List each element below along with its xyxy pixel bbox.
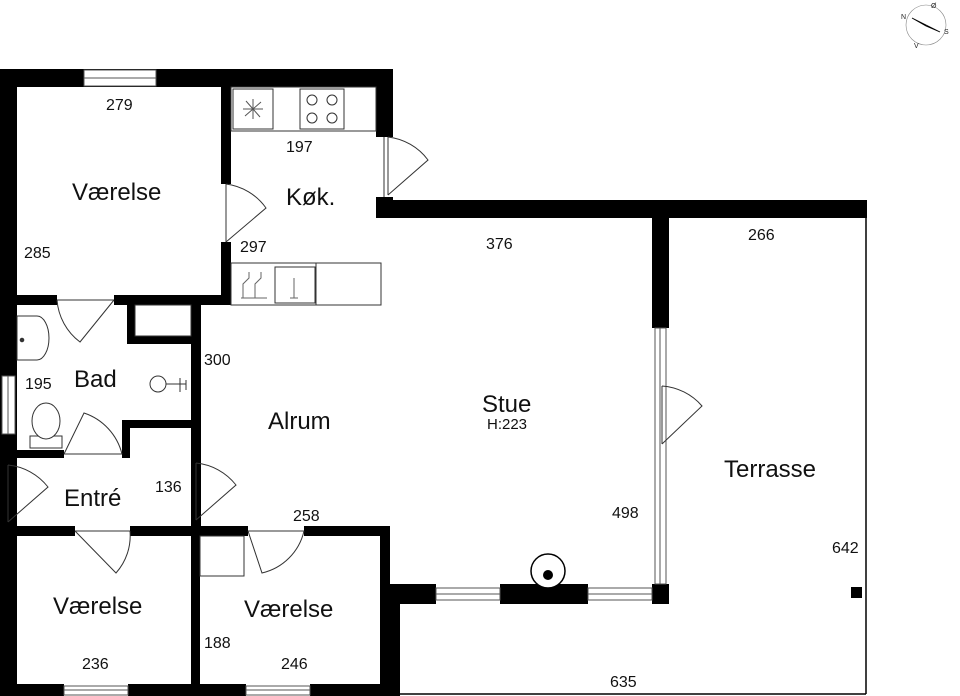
toilet-bowl	[31, 402, 61, 440]
dim-300: 300	[204, 352, 231, 369]
shower-drain	[149, 375, 167, 393]
door-bedroom-bl	[74, 530, 131, 574]
dishwasher-icon	[241, 272, 298, 299]
closet-box	[199, 535, 245, 577]
dim-246: 246	[281, 656, 308, 673]
dim-236: 236	[82, 656, 109, 673]
wall-bedroom-bottom-2	[114, 295, 231, 305]
wall-bath-bottom-right	[122, 420, 201, 428]
door-bath-top	[56, 299, 115, 343]
dim-197: 197	[286, 139, 313, 156]
fireplace-icon	[530, 553, 566, 589]
door-entre-alrum	[195, 462, 237, 521]
wall-bedroom-mid-right	[380, 526, 390, 696]
dim-635: 635	[610, 674, 637, 691]
dim-297: 297	[240, 239, 267, 256]
utility-box	[134, 304, 192, 337]
doors	[7, 136, 703, 574]
dim-136: 136	[155, 479, 182, 496]
dim-498: 498	[612, 505, 639, 522]
room-stue: Stue	[482, 391, 531, 418]
wall-bedroom-kitchen	[221, 69, 231, 184]
door-bedroom-bm	[247, 530, 305, 574]
wall-bottom-right	[310, 684, 400, 696]
wall-bedrooms-divider	[191, 526, 200, 696]
door-entre-left	[7, 464, 49, 523]
wall-stue-bottom-2	[500, 584, 588, 604]
sink-bath	[16, 315, 50, 361]
dim-642: 642	[832, 540, 859, 557]
dim-188: 188	[204, 635, 231, 652]
wall-stue-top	[376, 200, 867, 218]
windows	[1, 69, 667, 696]
room-vaerelse-bottom-mid: Værelse	[244, 596, 333, 623]
wall-bath-bottom-step	[122, 420, 130, 458]
terrasse-post	[851, 587, 862, 598]
room-vaerelse-top: Værelse	[72, 179, 161, 206]
door-terrasse	[661, 385, 703, 445]
wall-bath-bottom-left	[0, 450, 64, 458]
dim-258: 258	[293, 508, 320, 525]
wall-stue-terrasse-top	[652, 200, 669, 328]
wall-bedroom-bottom	[0, 295, 57, 305]
door-bath-bottom	[63, 412, 123, 455]
wall-bath-right	[191, 295, 201, 530]
wall-top	[0, 69, 393, 87]
compass-icon: N Ø S V	[901, 3, 949, 50]
door-kitchen-exterior	[387, 136, 429, 196]
compass-s: S	[944, 29, 949, 36]
room-vaerelse-bottom-left: Værelse	[53, 593, 142, 620]
wall-bottom-mid	[128, 684, 246, 696]
bath-fixtures	[16, 315, 187, 449]
sink	[274, 266, 316, 304]
room-alrum: Alrum	[268, 408, 331, 435]
fan-icon	[243, 99, 263, 119]
wall-bottom-left	[0, 684, 64, 696]
wall-bath-box-bottom	[127, 336, 199, 344]
compass-v: V	[914, 43, 919, 50]
door-bedroom-top	[225, 183, 267, 243]
wall-entre-bottom-mid	[130, 526, 248, 536]
room-stue-height: H:223	[487, 416, 527, 433]
stove	[299, 88, 345, 130]
terrasse-outline	[400, 218, 867, 695]
wall-entre-bottom-left	[0, 526, 75, 536]
wall-alrum-top	[191, 295, 231, 305]
wall-stue-bottom-step	[390, 584, 400, 696]
wall-stue-bottom-3	[652, 584, 669, 604]
compass-o: Ø	[931, 3, 937, 10]
room-bath: Bad	[74, 366, 117, 393]
dim-279: 279	[106, 97, 133, 114]
compass-n: N	[901, 14, 906, 21]
kitchen-counter-bottom	[230, 262, 382, 306]
wall-kitchen-right	[376, 69, 393, 137]
dim-376: 376	[486, 236, 513, 253]
wall-stue-bottom-1	[390, 584, 436, 604]
room-kitchen: Køk.	[286, 184, 335, 211]
dim-266: 266	[748, 227, 775, 244]
wall-bedroom-kitchen-lower	[221, 242, 231, 302]
wall-bath-box-left	[127, 295, 135, 340]
dim-195: 195	[25, 376, 52, 393]
dim-285: 285	[24, 245, 51, 262]
room-terrasse: Terrasse	[724, 456, 816, 483]
wall-entre-bottom-right	[304, 526, 390, 536]
room-entre: Entré	[64, 485, 121, 512]
